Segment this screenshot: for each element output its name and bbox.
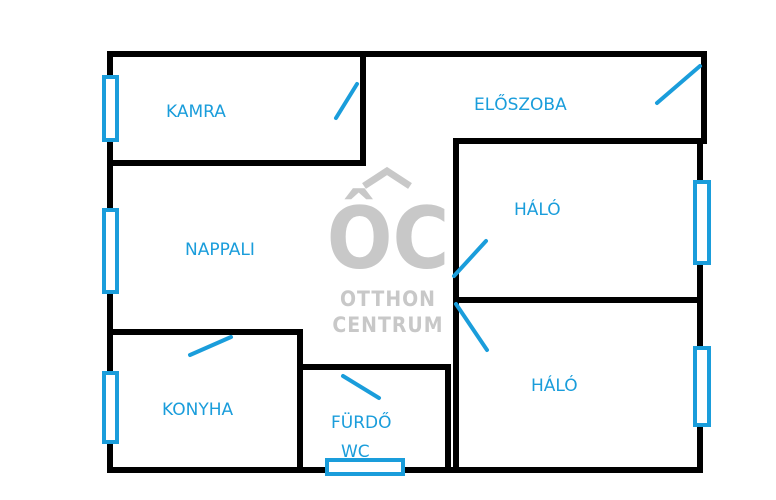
logo-line-otthon: OTTHON bbox=[340, 287, 436, 311]
window-konyha bbox=[102, 371, 119, 444]
door-konyha bbox=[188, 335, 233, 357]
door-kamra bbox=[334, 82, 359, 120]
label-konyha: KONYHA bbox=[162, 400, 233, 420]
window-nappali bbox=[102, 208, 119, 294]
label-halo-top: HÁLÓ bbox=[514, 198, 561, 220]
door-halo-top bbox=[452, 239, 488, 278]
label-wc: WC bbox=[341, 442, 370, 462]
label-nappali: NAPPALI bbox=[185, 240, 255, 260]
window-furdo bbox=[325, 458, 405, 476]
furdo-walls bbox=[297, 364, 451, 473]
window-halo-top bbox=[693, 180, 711, 265]
door-furdo bbox=[341, 374, 381, 400]
otthon-centrum-logo: ÔC OTTHON CENTRUM bbox=[327, 166, 450, 337]
doors bbox=[188, 64, 702, 400]
halo-top-walls bbox=[453, 138, 703, 473]
label-furdo: FÜRDŐ bbox=[331, 411, 392, 433]
window-kamra bbox=[102, 75, 119, 142]
logo-letters: ÔC bbox=[327, 188, 450, 289]
logo-line-centrum: CENTRUM bbox=[332, 313, 443, 337]
window-halo-bottom bbox=[693, 346, 711, 427]
label-halo-bottom: HÁLÓ bbox=[531, 374, 578, 396]
logo-roof-icon bbox=[362, 166, 412, 189]
windows bbox=[102, 75, 711, 476]
konyha-walls bbox=[107, 329, 303, 473]
door-halo-bottom bbox=[454, 302, 489, 352]
room-labels: KAMRA ELŐSZOBA HÁLÓ NAPPALI HÁLÓ KONYHA … bbox=[162, 93, 578, 462]
label-eloszoba: ELŐSZOBA bbox=[474, 93, 567, 115]
kamra-walls bbox=[107, 51, 366, 166]
label-kamra: KAMRA bbox=[166, 102, 226, 122]
door-eloszoba bbox=[655, 64, 702, 105]
